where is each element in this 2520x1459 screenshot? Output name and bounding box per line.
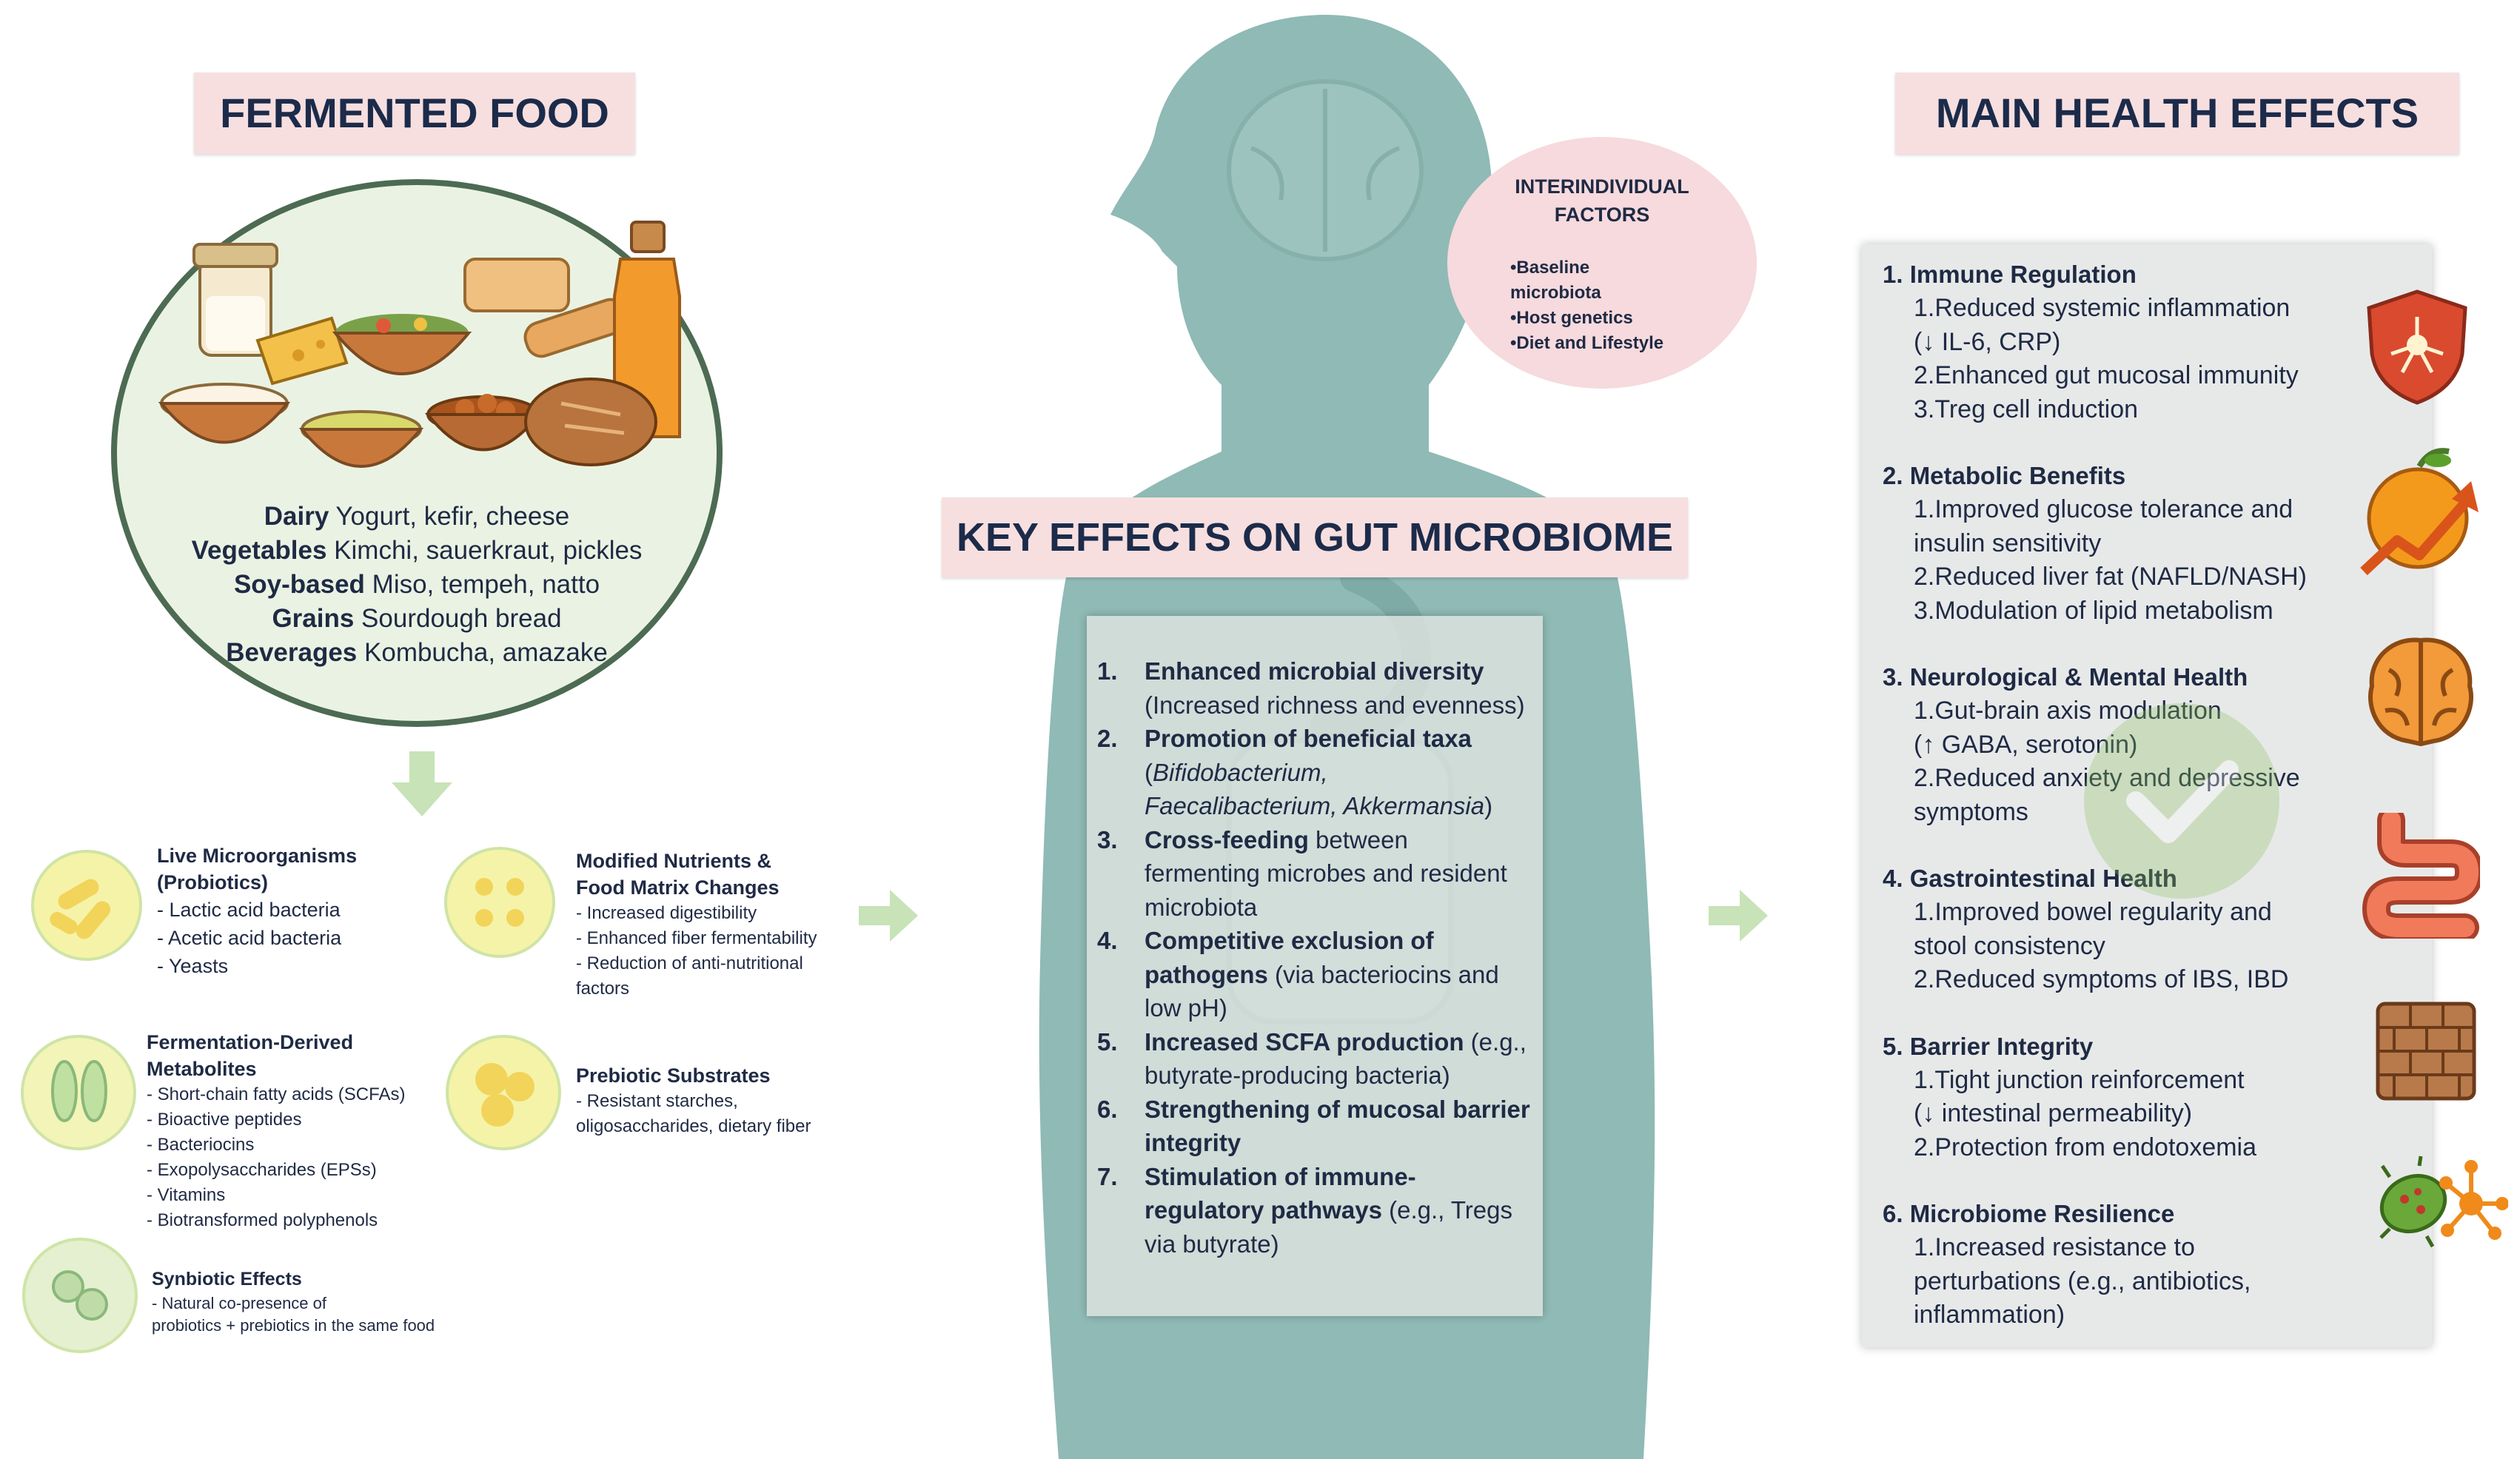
health-section-resilience: 6. Microbiome Resilience 1.Increased res… — [1883, 1197, 2327, 1332]
health-item: 2.Enhanced gut mucosal immunity — [1914, 361, 2299, 389]
key-effect-item: 7. Stimulation of immune- regulatory pat… — [1097, 1162, 1513, 1258]
food-line-beverages: Beverages Kombucha, amazake — [226, 638, 608, 667]
fermented-food-circle: Dairy Yogurt, kefir, cheese Vegetables K… — [111, 179, 723, 727]
shield-icon — [2367, 289, 2467, 405]
food-line-vegetables: Vegetables Kimchi, sauerkraut, pickles — [191, 536, 643, 565]
fermented-food-illustration — [158, 221, 681, 468]
fermented-food-title: FERMENTED FOOD — [194, 73, 635, 154]
prebiotics-icon — [446, 1035, 561, 1150]
cheese-icon — [255, 316, 349, 386]
key-effect-item: 5. Increased SCFA production (e.g., buty… — [1097, 1027, 1527, 1090]
food-line-dairy: Dairy Yogurt, kefir, cheese — [264, 502, 570, 531]
kimchi-bowl-icon — [332, 314, 472, 375]
key-effect-item: 1. Enhanced microbial diversity(Increase… — [1097, 657, 1525, 719]
food-line-grains: Grains Sourdough bread — [272, 604, 562, 633]
health-item: 1.Gut-brain axis modulation (↑ GABA, ser… — [1914, 697, 2222, 759]
brain-outline-icon — [1227, 79, 1424, 261]
health-item: 1.Improved bowel regularity and stool co… — [1914, 898, 2272, 960]
health-section-metabolic: 2. Metabolic Benefits 1.Improved glucose… — [1883, 459, 2327, 628]
component-item: - Increased digestibility — [576, 903, 757, 923]
health-item: 2.Reduced liver fat (NAFLD/NASH) — [1914, 563, 2307, 591]
health-item: 2.Reduced symptoms of IBS, IBD — [1914, 965, 2289, 993]
nutrients-title: Modified Nutrients & Food Matrix Changes — [576, 850, 780, 899]
health-section-barrier: 5. Barrier Integrity 1.Tight junction re… — [1883, 1030, 2327, 1165]
probiotics-icon — [31, 850, 142, 961]
synbiotic-block: Synbiotic Effects - Natural co-presence … — [152, 1266, 537, 1337]
health-item: 1.Improved glucose tolerance and insulin… — [1914, 495, 2293, 557]
key-effect-item: 6. Strengthening of mucosal barrier inte… — [1097, 1095, 1530, 1157]
brain-icon — [2368, 637, 2473, 747]
component-item: - Reduction of anti-nutritional factors — [576, 953, 803, 999]
interindividual-title: INTERINDIVIDUAL FACTORS — [1515, 175, 1689, 226]
intestine-icon — [2362, 813, 2480, 939]
factor-item: •Baseline microbiota — [1510, 258, 1601, 303]
health-item: 1.Increased resistance to perturbations … — [1914, 1233, 2251, 1329]
key-effects-box: 1. Enhanced microbial diversity(Increase… — [1087, 616, 1543, 1316]
key-effects-title: KEY EFFECTS ON GUT MICROBIOME — [942, 497, 1688, 577]
health-effects-box: 1. Immune Regulation 1.Reduced systemic … — [1862, 244, 2432, 1347]
microbe-icon — [2379, 1156, 2508, 1248]
health-item: 3.Modulation of lipid metabolism — [1914, 596, 2273, 625]
health-section-neuro: 3. Neurological & Mental Health 1.Gut-br… — [1883, 660, 2327, 829]
probiotics-block: Live Microorganisms (Probiotics) - Lacti… — [157, 842, 423, 980]
component-item: - Enhanced fiber fermentability — [576, 928, 817, 948]
nutrients-block: Modified Nutrients & Food Matrix Changes… — [576, 848, 872, 1002]
interindividual-factors-bubble: INTERINDIVIDUAL FACTORS •Baseline microb… — [1447, 137, 1757, 389]
health-item: 2.Reduced anxiety and depressive symptom… — [1914, 764, 2300, 826]
component-item: - Vitamins — [147, 1185, 226, 1205]
component-item: - Short-chain fatty acids (SCFAs) — [147, 1084, 406, 1104]
health-item: 1.Tight junction reinforcement (↓ intest… — [1914, 1065, 2245, 1128]
component-item: - Acetic acid bacteria — [157, 927, 342, 949]
metabolites-title: Fermentation-Derived Metabolites — [147, 1031, 354, 1080]
food-line-soy: Soy-based Miso, tempeh, natto — [233, 570, 600, 599]
right-arrow-icon — [1709, 890, 1768, 942]
component-item: - Resistant starches, oligosaccharides, … — [576, 1091, 811, 1136]
component-item: - Natural co-presence of probiotics + pr… — [152, 1294, 435, 1335]
key-effect-item: 2. Promotion of beneficial taxa(Bifidoba… — [1097, 725, 1493, 819]
yogurt-jar-icon — [192, 243, 278, 357]
prebiotics-title: Prebiotic Substrates — [576, 1064, 771, 1087]
key-effect-item: 4. Competitive exclusion of pathogens (v… — [1097, 927, 1499, 1022]
component-item: - Yeasts — [157, 955, 229, 977]
synbiotic-icon — [22, 1238, 138, 1353]
sourdough-icon — [524, 378, 657, 466]
metabolites-block: Fermentation-Derived Metabolites - Short… — [147, 1029, 458, 1233]
health-item: 3.Treg cell induction — [1914, 395, 2139, 423]
factor-item: •Diet and Lifestyle — [1510, 333, 1664, 353]
component-item: - Bacteriocins — [147, 1135, 255, 1155]
health-item: 2.Protection from endotoxemia — [1914, 1133, 2257, 1161]
factor-item: •Host genetics — [1510, 308, 1633, 328]
health-section-gi: 4. Gastrointestinal Health 1.Improved bo… — [1883, 862, 2327, 997]
health-effects-title: MAIN HEALTH EFFECTS — [1895, 73, 2459, 154]
probiotics-title: Live Microorganisms (Probiotics) — [157, 845, 358, 893]
health-item: 1.Reduced systemic inflammation (↓ IL-6,… — [1914, 294, 2291, 356]
bread-loaf-icon — [463, 258, 629, 358]
check-circle-icon — [2084, 703, 2279, 899]
component-item: - Bioactive peptides — [147, 1110, 302, 1130]
right-arrow-icon — [859, 890, 918, 942]
component-item: - Biotransformed polyphenols — [147, 1210, 378, 1230]
health-section-immune: 1. Immune Regulation 1.Reduced systemic … — [1883, 258, 2327, 426]
down-arrow-icon — [392, 751, 452, 816]
prebiotics-block: Prebiotic Substrates - Resistant starche… — [576, 1062, 887, 1139]
component-item: - Lactic acid bacteria — [157, 899, 341, 921]
key-effect-item: 3. Cross-feeding between fermenting micr… — [1097, 825, 1507, 921]
natto-bowl-icon — [424, 394, 543, 452]
brick-wall-icon — [2376, 1002, 2476, 1101]
orange-trend-icon — [2360, 448, 2479, 576]
component-item: - Exopolysaccharides (EPSs) — [147, 1160, 377, 1180]
nutrients-icon — [444, 847, 555, 958]
synbiotic-title: Synbiotic Effects — [152, 1269, 302, 1289]
metabolites-icon — [21, 1035, 136, 1150]
yogurt-bowl-icon — [158, 383, 291, 444]
miso-bowl-icon — [298, 410, 424, 468]
